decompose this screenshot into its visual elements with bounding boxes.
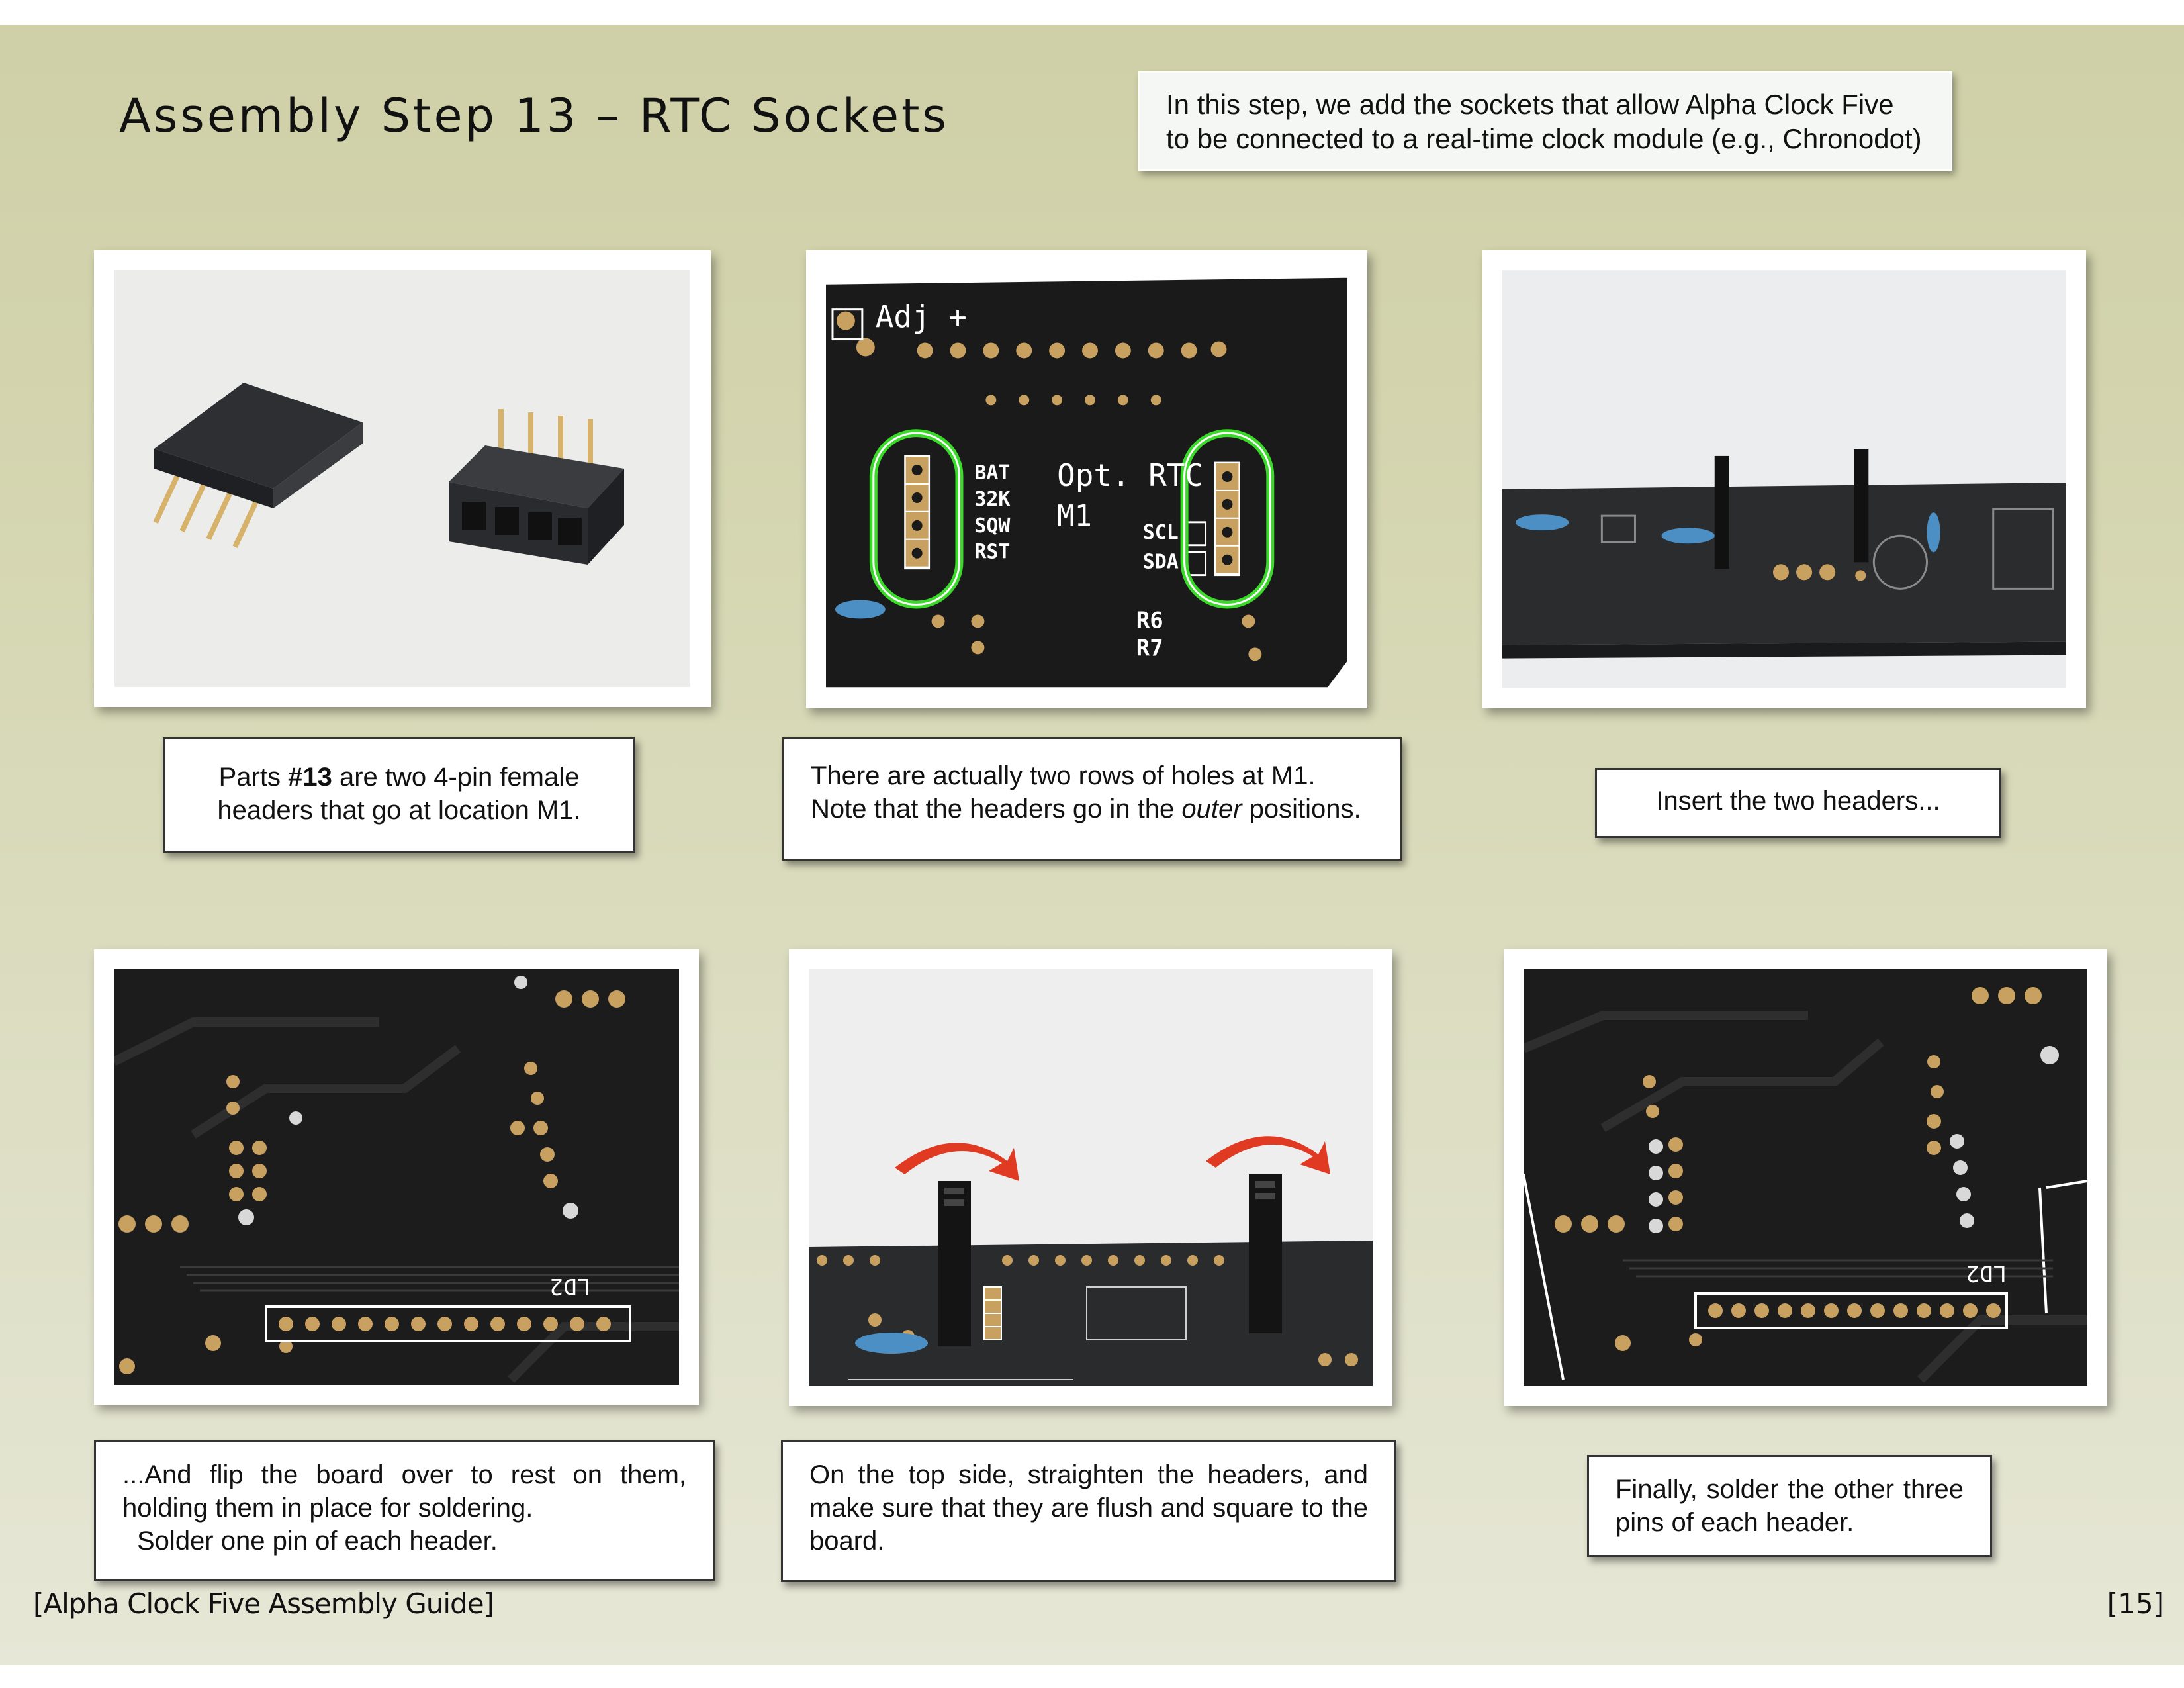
- board-flipped-image: LD2: [114, 969, 679, 1385]
- label-r6: R6: [1136, 607, 1163, 633]
- label-ld2-final: LD2: [1966, 1260, 2007, 1286]
- headers-inserted-image: [1502, 270, 2066, 688]
- label-scl: SCL: [1143, 521, 1179, 544]
- page-title: Assembly Step 13 – RTC Sockets: [119, 89, 949, 143]
- caption-two-rows: There are actually two rows of holes at …: [782, 737, 1402, 861]
- label-opt-rtc: Opt. RTC: [1057, 457, 1203, 493]
- page: Assembly Step 13 – RTC Sockets In this s…: [0, 25, 2184, 1665]
- label-r7: R7: [1136, 635, 1163, 661]
- label-adj: Adj +: [876, 299, 967, 335]
- label-32k: 32K: [974, 488, 1010, 511]
- caption-parts: Parts #13 are two 4-pin female headers t…: [163, 737, 635, 853]
- photo-pcb-m1: Adj + BAT 32K SQW RST Opt. RTC M1 SCL SD…: [806, 250, 1367, 708]
- caption-flip-board: ...And flip the board over to rest on th…: [94, 1440, 715, 1581]
- caption-insert: Insert the two headers...: [1595, 768, 2001, 838]
- label-bat: BAT: [974, 461, 1010, 485]
- headers-parts-image: [114, 270, 690, 687]
- photo-headers-parts: [94, 250, 711, 707]
- final-solder-image: LD2: [1524, 969, 2087, 1386]
- caption-finally: Finally, solder the other three pins of …: [1587, 1455, 1992, 1557]
- label-ld2: LD2: [550, 1273, 590, 1299]
- label-rst: RST: [974, 541, 1010, 564]
- label-sda: SDA: [1143, 551, 1179, 574]
- caption-straighten: On the top side, straighten the headers,…: [781, 1440, 1396, 1582]
- photo-straighten-headers: [789, 949, 1392, 1406]
- photo-headers-inserted: [1482, 250, 2086, 708]
- page-number: [15]: [2107, 1587, 2164, 1620]
- intro-box: In this step, we add the sockets that al…: [1138, 71, 1952, 171]
- caption-parts-number: #13: [288, 763, 332, 792]
- label-sqw: SQW: [974, 514, 1010, 538]
- footer-guide-title: [Alpha Clock Five Assembly Guide]: [33, 1587, 494, 1620]
- pcb-m1-image: Adj + BAT 32K SQW RST Opt. RTC M1 SCL SD…: [826, 271, 1347, 688]
- photo-board-flipped: LD2: [94, 949, 699, 1405]
- straighten-headers-image: [809, 969, 1373, 1386]
- label-m1: M1: [1057, 499, 1092, 533]
- photo-final-solder: LD2: [1504, 949, 2107, 1406]
